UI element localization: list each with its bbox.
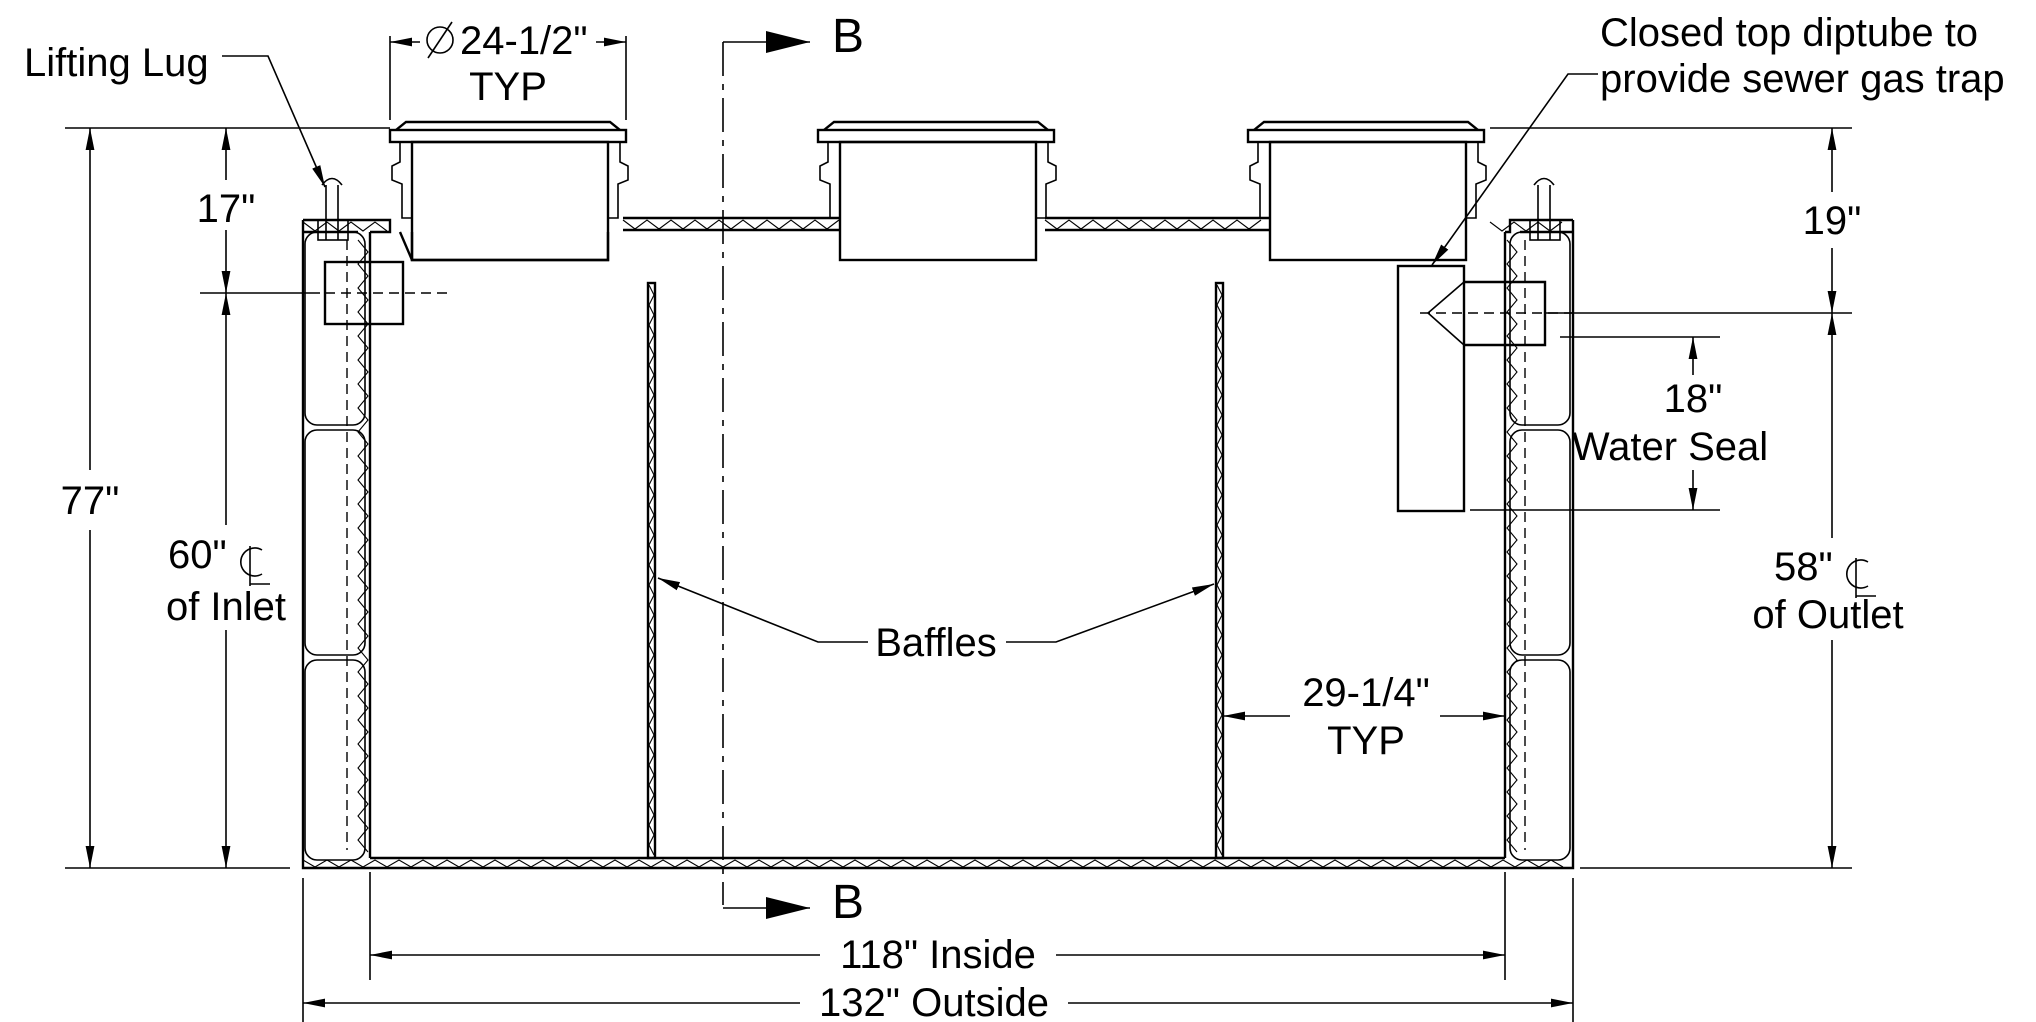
section-label-top: B bbox=[832, 10, 864, 63]
bottom-dimension-lines bbox=[302, 872, 1574, 1022]
baffles-leader-right bbox=[1006, 583, 1215, 643]
inside-dimension-label: 118" Inside bbox=[840, 933, 1036, 977]
baffles bbox=[646, 281, 1225, 860]
wall-hatching bbox=[302, 219, 1564, 868]
manway-diameter-label: 24-1/2" bbox=[460, 19, 588, 63]
manway-right bbox=[1246, 120, 1487, 262]
of-outlet-label: of Outlet bbox=[1752, 593, 1903, 637]
centerline-symbol-outlet bbox=[1846, 558, 1876, 598]
inlet-pipe bbox=[323, 260, 450, 326]
baffles-leader-left bbox=[657, 577, 868, 643]
left-dimension-lines bbox=[65, 127, 390, 869]
dim-77-label: 77" bbox=[61, 479, 120, 523]
lifting-lug-label: Lifting Lug bbox=[24, 41, 209, 85]
dim-29-typ-label: TYP bbox=[1327, 719, 1405, 763]
manway-left bbox=[388, 120, 629, 262]
dim-60-label: 60" bbox=[168, 533, 227, 577]
right-wall-ribs bbox=[1509, 231, 1571, 861]
left-wall-ribs bbox=[304, 231, 366, 861]
right-dimension-lines bbox=[1470, 127, 1852, 869]
dim-17-label: 17" bbox=[197, 187, 256, 231]
dim-58-label: 58" bbox=[1774, 545, 1833, 589]
section-line-b bbox=[722, 31, 810, 919]
manway-typ-label: TYP bbox=[469, 65, 547, 109]
dim-29-label: 29-1/4" bbox=[1302, 671, 1430, 715]
section-label-bottom: B bbox=[832, 876, 864, 929]
outside-dimension-label: 132" Outside bbox=[819, 981, 1049, 1022]
lifting-lug-right bbox=[1529, 177, 1561, 241]
diptube-label-line1: Closed top diptube to bbox=[1600, 11, 1978, 55]
baffles-label: Baffles bbox=[875, 621, 997, 665]
outlet-diptube bbox=[1396, 264, 1575, 513]
lifting-lug-leader bbox=[222, 55, 326, 188]
lifting-lug-left bbox=[317, 177, 349, 241]
water-seal-label: Water Seal bbox=[1572, 425, 1768, 469]
diptube-leader bbox=[1431, 73, 1598, 266]
centerline-symbol-inlet bbox=[240, 546, 270, 586]
diameter-symbol bbox=[426, 21, 454, 59]
diptube-label-line2: provide sewer gas trap bbox=[1600, 57, 2005, 101]
dim-18-label: 18" bbox=[1664, 377, 1723, 421]
tank-body bbox=[301, 216, 1575, 870]
of-inlet-label: of Inlet bbox=[166, 585, 286, 629]
manway-diameter-dimension bbox=[389, 36, 627, 120]
manway-center bbox=[816, 120, 1057, 262]
dim-19-label: 19" bbox=[1803, 199, 1862, 243]
